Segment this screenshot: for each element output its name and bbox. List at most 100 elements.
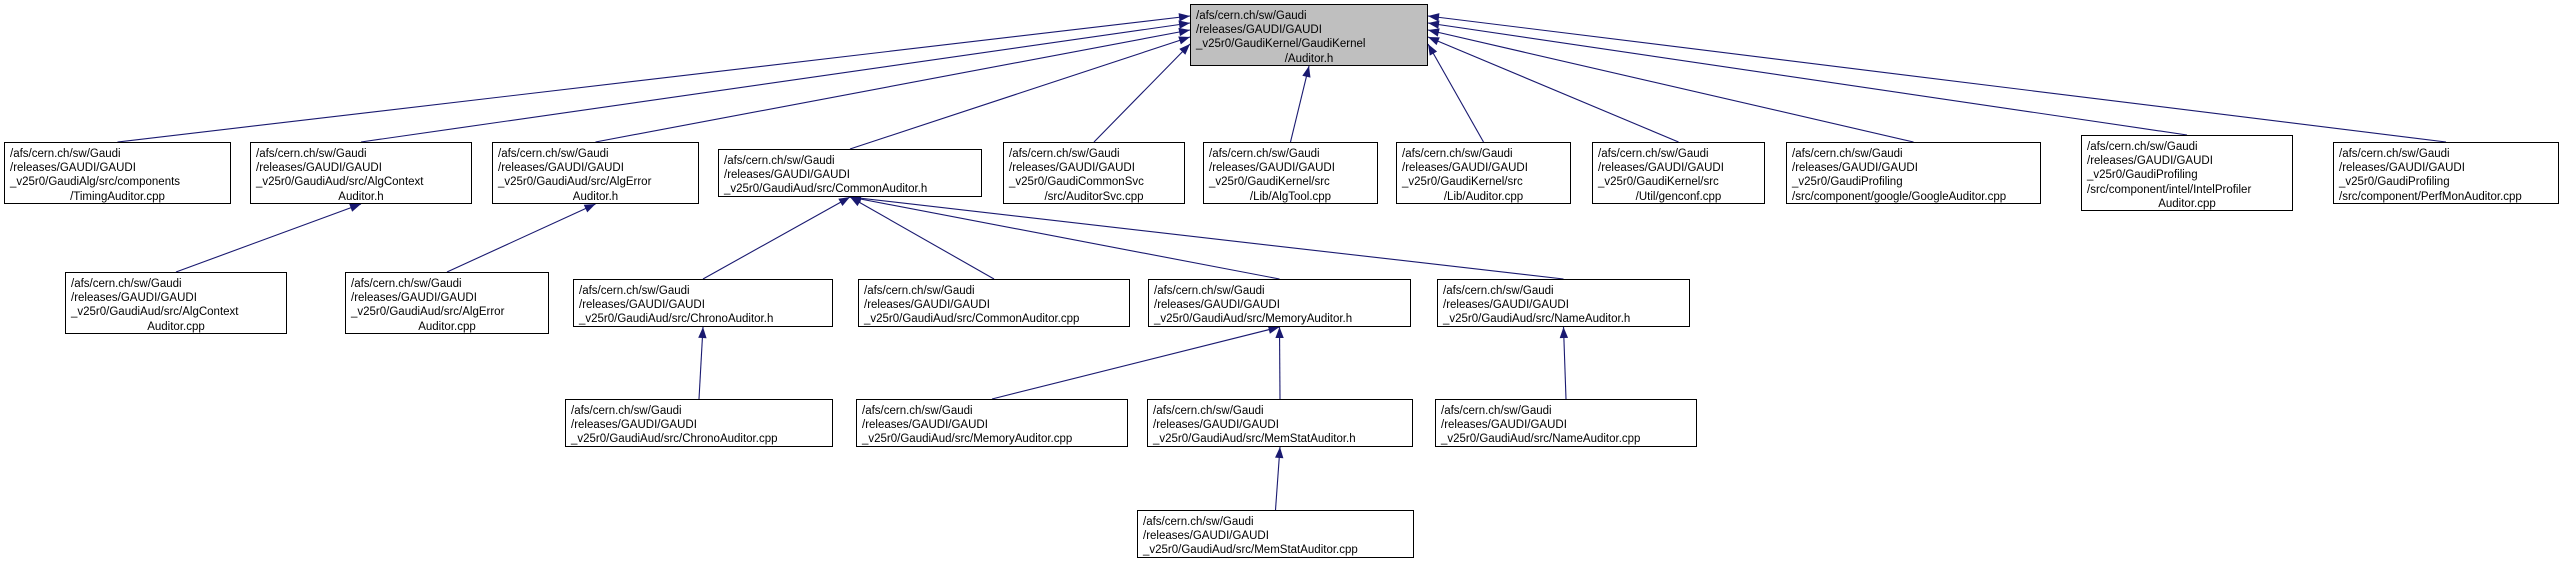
node-label-line: _v25r0/GaudiAud/src/MemoryAuditor.cpp: [862, 433, 1073, 446]
graph-node-gaudikernel-lib-auditor-cpp[interactable]: /afs/cern.ch/sw/Gaudi/releases/GAUDI/GAU…: [1396, 142, 1571, 204]
node-label-line: /releases/GAUDI/GAUDI: [1153, 419, 1279, 432]
node-label-line: /afs/cern.ch/sw/Gaudi: [1598, 148, 1709, 160]
node-label-line: /afs/cern.ch/sw/Gaudi: [10, 148, 121, 160]
node-label-line: /afs/cern.ch/sw/Gaudi: [571, 405, 682, 417]
graph-node-gaudiaud-algcontextauditor-h[interactable]: /afs/cern.ch/sw/Gaudi/releases/GAUDI/GAU…: [250, 142, 472, 204]
edge-arrowhead: [1428, 37, 1440, 46]
node-label-line: _v25r0/GaudiProfiling: [2339, 176, 2450, 189]
node-label-line: /releases/GAUDI/GAUDI: [2339, 162, 2465, 175]
edge-arrowhead: [1178, 13, 1190, 22]
node-label-line: /src/component/google/GoogleAuditor.cpp: [1792, 190, 2007, 203]
node-label-line: /src/component/intel/IntelProfiler: [2087, 183, 2252, 196]
graph-node-gaudiaud-memoryauditor-cpp[interactable]: /afs/cern.ch/sw/Gaudi/releases/GAUDI/GAU…: [856, 399, 1128, 447]
node-label-line: /afs/cern.ch/sw/Gaudi: [256, 148, 367, 160]
edge-line: [698, 326, 704, 400]
graph-node-gaudiaud-algerrorauditor-h[interactable]: /afs/cern.ch/sw/Gaudi/releases/GAUDI/GAU…: [492, 142, 699, 204]
edge-arrowhead: [1275, 327, 1284, 339]
graph-node-gaudikernel-auditor-h[interactable]: /afs/cern.ch/sw/Gaudi/releases/GAUDI/GAU…: [1190, 4, 1428, 66]
edge-arrowhead: [1275, 447, 1284, 459]
edge-line: [117, 15, 1191, 143]
node-label-line: /releases/GAUDI/GAUDI: [71, 292, 197, 305]
graph-node-gaudiprofiling-intelprofilerauditor-cpp[interactable]: /afs/cern.ch/sw/Gaudi/releases/GAUDI/GAU…: [2081, 135, 2293, 211]
node-label-line: /releases/GAUDI/GAUDI: [1009, 162, 1135, 175]
graph-node-gaudiaud-chronoauditor-h[interactable]: /afs/cern.ch/sw/Gaudi/releases/GAUDI/GAU…: [573, 279, 833, 327]
edge-line: [991, 326, 1280, 400]
edge-arrowhead: [1178, 27, 1190, 37]
edge-line: [1093, 43, 1191, 143]
graph-node-gaudiaud-commonauditor-h[interactable]: /afs/cern.ch/sw/Gaudi/releases/GAUDI/GAU…: [718, 149, 982, 197]
graph-node-gaudiprofiling-googleauditor-cpp[interactable]: /afs/cern.ch/sw/Gaudi/releases/GAUDI/GAU…: [1786, 142, 2041, 204]
node-label-line: Auditor.cpp: [147, 320, 205, 333]
node-label-line: _v25r0/GaudiKernel/GaudiKernel: [1196, 38, 1366, 51]
graph-node-gaudiaud-chronoauditor-cpp[interactable]: /afs/cern.ch/sw/Gaudi/releases/GAUDI/GAU…: [565, 399, 833, 447]
node-label-line: _v25r0/GaudiAud/src/MemoryAuditor.h: [1154, 313, 1353, 326]
node-label-line: _v25r0/GaudiKernel/src: [1598, 176, 1719, 189]
edge-line: [1427, 15, 2447, 143]
node-label-line: /releases/GAUDI/GAUDI: [10, 162, 136, 175]
edge-arrowhead: [1178, 36, 1190, 45]
node-label-line: _v25r0/GaudiAlg/src/components: [10, 176, 181, 189]
node-label-line: _v25r0/GaudiAud/src/AlgContext: [71, 306, 239, 319]
node-label-line: /afs/cern.ch/sw/Gaudi: [2087, 141, 2198, 153]
node-label-line: /releases/GAUDI/GAUDI: [2087, 155, 2213, 168]
edge-line: [446, 203, 596, 273]
node-label-line: /releases/GAUDI/GAUDI: [579, 299, 705, 312]
graph-node-gaudiaud-commonauditor-cpp[interactable]: /afs/cern.ch/sw/Gaudi/releases/GAUDI/GAU…: [858, 279, 1130, 327]
edge-arrowhead: [698, 327, 707, 339]
node-label-line: _v25r0/GaudiKernel/src: [1402, 176, 1523, 189]
graph-node-gaudicommonsvc-auditorsvc-cpp[interactable]: /afs/cern.ch/sw/Gaudi/releases/GAUDI/GAU…: [1003, 142, 1185, 204]
graph-node-gaudiaud-algcontextauditor-cpp[interactable]: /afs/cern.ch/sw/Gaudi/releases/GAUDI/GAU…: [65, 272, 287, 334]
node-label-line: /afs/cern.ch/sw/Gaudi: [1443, 285, 1554, 297]
graph-node-gaudiprofiling-perfmonauditor-cpp[interactable]: /afs/cern.ch/sw/Gaudi/releases/GAUDI/GAU…: [2333, 142, 2559, 204]
node-label-line: /afs/cern.ch/sw/Gaudi: [1209, 148, 1320, 160]
edge-line: [849, 196, 1280, 280]
graph-node-gaudialg-timingauditor-cpp[interactable]: /afs/cern.ch/sw/Gaudi/releases/GAUDI/GAU…: [4, 142, 231, 204]
node-label-line: /afs/cern.ch/sw/Gaudi: [579, 285, 690, 297]
node-label-line: /Auditor.h: [1284, 52, 1334, 65]
node-label-line: _v25r0/GaudiProfiling: [1792, 176, 1903, 189]
graph-node-gaudikernel-algtool-cpp[interactable]: /afs/cern.ch/sw/Gaudi/releases/GAUDI/GAU…: [1203, 142, 1378, 204]
graph-node-gaudiaud-nameauditor-cpp[interactable]: /afs/cern.ch/sw/Gaudi/releases/GAUDI/GAU…: [1435, 399, 1697, 447]
node-label-line: /afs/cern.ch/sw/Gaudi: [71, 278, 182, 290]
graph-node-gaudiaud-memstatauditor-cpp[interactable]: /afs/cern.ch/sw/Gaudi/releases/GAUDI/GAU…: [1137, 510, 1414, 558]
edge-line: [849, 196, 995, 280]
node-label-line: _v25r0/GaudiAud/src/AlgContext: [256, 176, 424, 189]
edge-line: [595, 29, 1191, 143]
node-label-line: /afs/cern.ch/sw/Gaudi: [724, 155, 835, 167]
node-label-line: /afs/cern.ch/sw/Gaudi: [351, 278, 462, 290]
edge-arrowhead: [1428, 20, 1440, 29]
node-label-line: /afs/cern.ch/sw/Gaudi: [1154, 285, 1265, 297]
node-label-line: /Lib/Auditor.cpp: [1443, 190, 1524, 203]
node-label-line: /releases/GAUDI/GAUDI: [1143, 530, 1269, 543]
node-label-line: _v25r0/GaudiAud/src/AlgError: [498, 176, 652, 189]
node-label-line: /afs/cern.ch/sw/Gaudi: [1153, 405, 1264, 417]
graph-node-gaudiaud-nameauditor-h[interactable]: /afs/cern.ch/sw/Gaudi/releases/GAUDI/GAU…: [1437, 279, 1690, 327]
node-label-line: /releases/GAUDI/GAUDI: [571, 419, 697, 432]
node-label-line: /src/AuditorSvc.cpp: [1044, 190, 1144, 203]
node-label-line: /releases/GAUDI/GAUDI: [498, 162, 624, 175]
edge-line: [1562, 326, 1567, 400]
node-label-line: /afs/cern.ch/sw/Gaudi: [862, 405, 973, 417]
graph-node-gaudiaud-algerrorauditor-cpp[interactable]: /afs/cern.ch/sw/Gaudi/releases/GAUDI/GAU…: [345, 272, 549, 334]
node-label-line: _v25r0/GaudiAud/src/ChronoAuditor.h: [579, 313, 774, 326]
node-label-line: /releases/GAUDI/GAUDI: [1441, 419, 1567, 432]
edge-line: [1278, 326, 1281, 400]
node-label-line: /releases/GAUDI/GAUDI: [1402, 162, 1528, 175]
node-label-line: _v25r0/GaudiAud/src/NameAuditor.h: [1443, 313, 1631, 326]
node-label-line: _v25r0/GaudiProfiling: [2087, 169, 2198, 182]
node-label-line: /afs/cern.ch/sw/Gaudi: [1441, 405, 1552, 417]
graph-node-gaudiaud-memstatauditor-h[interactable]: /afs/cern.ch/sw/Gaudi/releases/GAUDI/GAU…: [1147, 399, 1413, 447]
node-label-line: /releases/GAUDI/GAUDI: [724, 169, 850, 182]
graph-node-gaudiaud-memoryauditor-h[interactable]: /afs/cern.ch/sw/Gaudi/releases/GAUDI/GAU…: [1148, 279, 1411, 327]
node-label-line: Auditor.cpp: [418, 320, 476, 333]
edge-line: [1427, 36, 1679, 143]
node-label-line: /Lib/AlgTool.cpp: [1249, 190, 1332, 203]
graph-node-gaudikernel-genconf-cpp[interactable]: /afs/cern.ch/sw/Gaudi/releases/GAUDI/GAU…: [1592, 142, 1765, 204]
edge-arrowhead: [1428, 44, 1438, 56]
edge-line: [175, 203, 362, 273]
edge-arrowhead: [1428, 13, 1440, 22]
node-label-line: /releases/GAUDI/GAUDI: [1154, 299, 1280, 312]
node-label-line: _v25r0/GaudiAud/src/CommonAuditor.h: [724, 183, 928, 196]
edge-line: [849, 196, 1564, 280]
